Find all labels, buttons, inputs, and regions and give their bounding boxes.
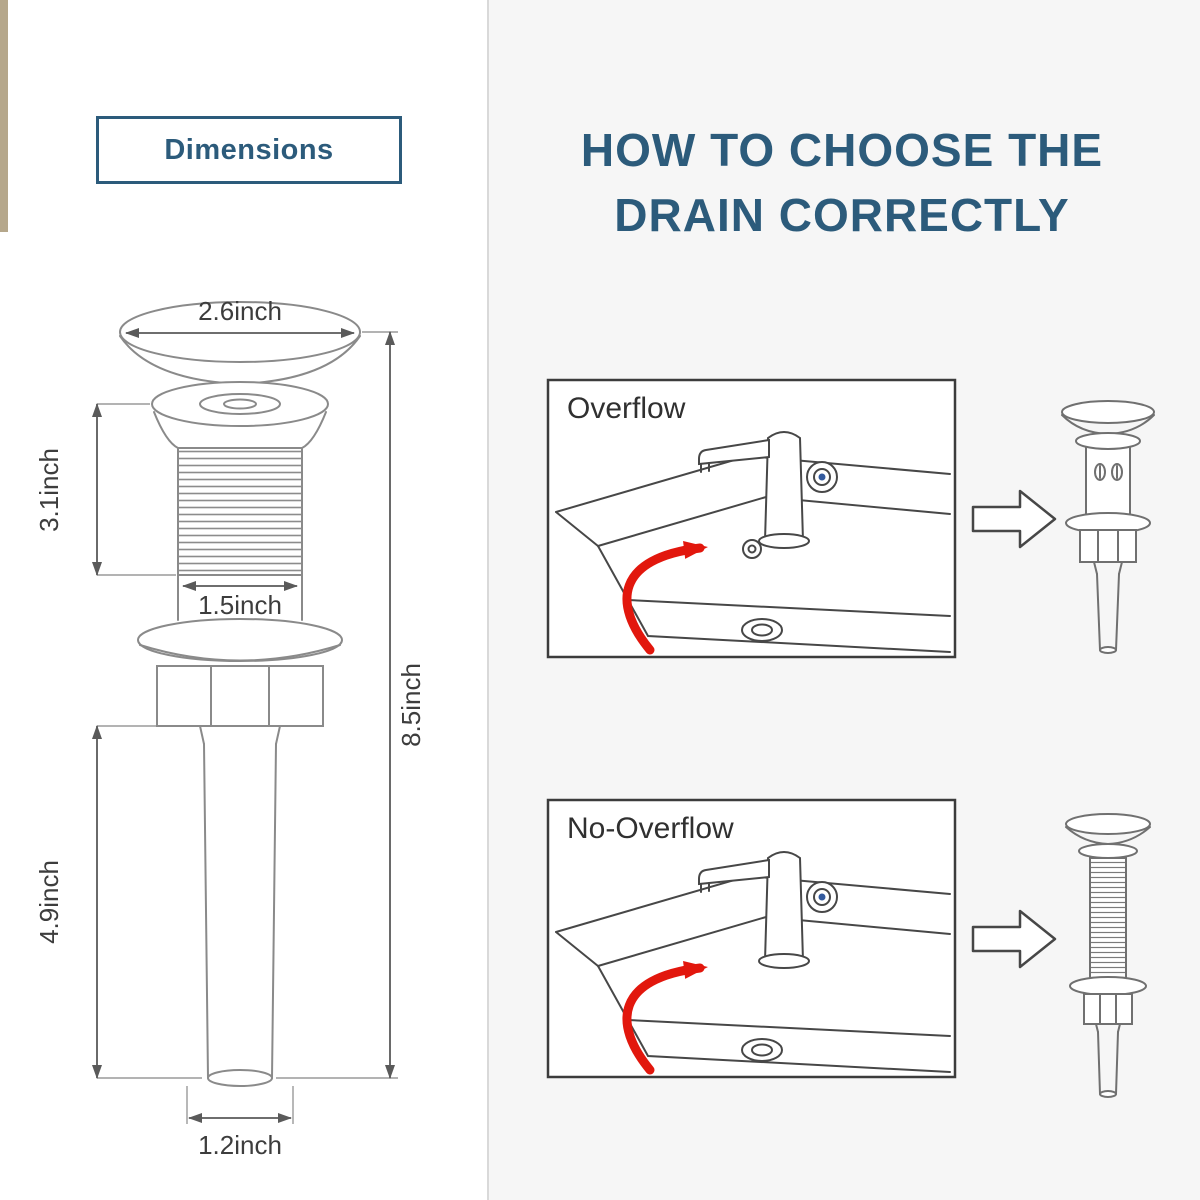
thread-diameter-label: 1.5inch bbox=[198, 590, 282, 620]
drain-with-overflow-illustration bbox=[1061, 400, 1155, 654]
overflow-panel-label: Overflow bbox=[567, 392, 686, 425]
dimensions-badge-label: Dimensions bbox=[164, 133, 334, 166]
no-overflow-panel-label: No-Overflow bbox=[567, 812, 734, 845]
overflow-hole bbox=[742, 539, 762, 559]
tailpipe-length-label: 4.9inch bbox=[34, 860, 64, 944]
overall-height-label: 8.5inch bbox=[396, 663, 426, 747]
left-edge-strip bbox=[0, 0, 8, 232]
drain-dimension-drawing bbox=[119, 301, 361, 1087]
overflow-slot-icon bbox=[1094, 463, 1106, 481]
right-block-arrow-icon bbox=[971, 909, 1057, 969]
cap-diameter-label: 2.6inch bbox=[198, 296, 282, 326]
overflow-panel: Overflow bbox=[546, 378, 957, 659]
overflow-panel-box bbox=[546, 378, 957, 659]
no-overflow-panel: No-Overflow bbox=[546, 798, 957, 1079]
dimension-annotations: 2.6inch 3.1inch 1.5inch 8.5inch 4.9inch … bbox=[34, 296, 426, 1160]
howto-title-line1: HOW TO CHOOSE THE bbox=[580, 124, 1104, 176]
drain-without-overflow-illustration bbox=[1065, 813, 1151, 1098]
howto-title-line2: DRAIN CORRECTLY bbox=[614, 189, 1070, 242]
howto-title: HOW TO CHOOSE THE DRAIN CORRECTLY bbox=[512, 118, 1172, 249]
overflow-slot-icon bbox=[1111, 463, 1123, 481]
right-block-arrow-icon bbox=[971, 489, 1057, 549]
dimensions-badge: Dimensions bbox=[96, 116, 402, 184]
tailpipe-diameter-label: 1.2inch bbox=[198, 1130, 282, 1160]
thread-height-label: 3.1inch bbox=[34, 448, 64, 532]
no-overflow-panel-box bbox=[546, 798, 957, 1079]
